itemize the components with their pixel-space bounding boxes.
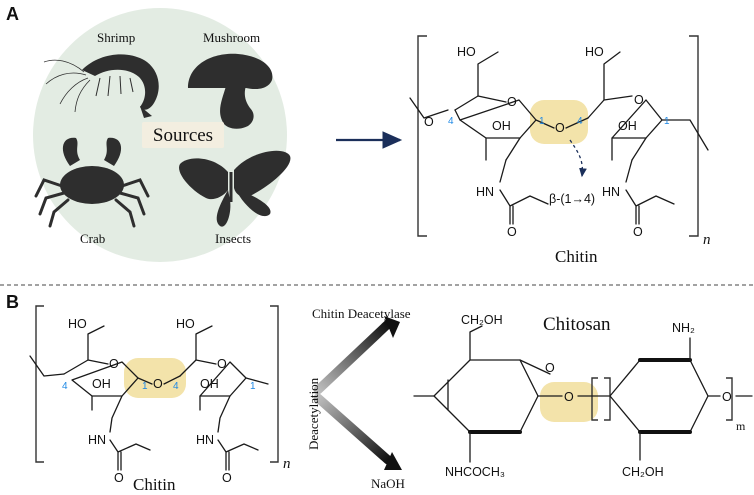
chitin-a-ho-right: HO	[585, 45, 604, 59]
chitosan-glycosidic-oxygen: O	[564, 390, 574, 404]
mushroom-label: Mushroom	[203, 30, 260, 45]
mushroom-icon	[188, 53, 273, 129]
chitin-a-carbon-4-right: 4	[577, 116, 583, 127]
chitosan-nh2: NH₂	[672, 321, 695, 335]
chitosan-ring-oxygen-left: O	[545, 361, 555, 375]
crab-label: Crab	[80, 231, 105, 246]
chitin-a-glycosidic-oxygen: O	[555, 121, 565, 135]
chitin-a-carbon-4-left: 4	[448, 116, 454, 127]
sources-label-box: Sources	[142, 122, 224, 148]
naoh-label: NaOH	[371, 476, 405, 491]
panel-b-label: B	[6, 292, 19, 312]
insect-icon	[179, 150, 291, 227]
deacetylation-label: Deacetylation	[306, 377, 321, 450]
reaction-arrows	[313, 316, 402, 470]
chitin-b-name: Chitin	[133, 475, 176, 494]
chitosan-nhcoch3: NHCOCH₃	[445, 465, 505, 479]
chitosan-ch2oh-bottom: CH₂OH	[622, 465, 664, 479]
chitin-b-ho-left: HO	[68, 317, 87, 331]
panel-a-label: A	[6, 4, 19, 24]
chitin-a-oh-right: OH	[618, 119, 637, 133]
insects-label: Insects	[215, 231, 251, 246]
chitin-a-hn-left: HN	[476, 185, 494, 199]
chitosan-name: Chitosan	[543, 314, 611, 335]
chitin-a-carbon-1-right: 1	[664, 116, 670, 127]
chitin-a-ho-left: HO	[457, 45, 476, 59]
chitosan-ch2oh-top: CH₂OH	[461, 313, 503, 327]
chitin-a-name: Chitin	[555, 247, 598, 266]
chitin-b-hn-right: HN	[196, 433, 214, 447]
chitin-b-carbon-1-left: 1	[142, 381, 148, 392]
chitosan-terminal-oxygen: O	[722, 390, 732, 404]
chitin-a-end-oxygen: O	[424, 115, 434, 129]
chitin-b-carbon-4-left: 4	[62, 381, 68, 392]
chitin-b-hn-left: HN	[88, 433, 106, 447]
enzyme-label: Chitin Deacetylase	[312, 306, 411, 321]
chitin-a-right-bracket	[689, 35, 699, 237]
chitin-b-left-bracket	[35, 305, 44, 463]
chitin-b-glycosidic-oxygen: O	[153, 377, 163, 391]
chitin-structure-b: HO HO OH OH O O O HN HN O O 4 1 4 1 n Ch…	[29, 305, 291, 494]
chitin-a-carbon-1-left: 1	[539, 116, 545, 127]
chitin-a-left-terminal	[409, 97, 449, 119]
beta-linkage-label: β-(1→4)	[549, 192, 595, 206]
chitosan-right-bracket	[726, 377, 733, 421]
chitin-b-carbonyl-right: O	[222, 471, 232, 485]
chitin-a-oh-left: OH	[492, 119, 511, 133]
linkage-pointer-arrow	[569, 139, 587, 178]
chitin-b-oh-right: OH	[200, 377, 219, 391]
chitin-a-left-bracket	[417, 35, 427, 237]
chitin-a-ring-oxygen-left: O	[507, 95, 517, 109]
chitin-b-carbon-1-right: 1	[250, 381, 256, 392]
chitin-b-ring-oxygen-left: O	[109, 357, 119, 371]
chitin-b-ho-right: HO	[176, 317, 195, 331]
chitin-a-hn-right: HN	[602, 185, 620, 199]
chitin-structure-a: O HO HO OH OH O O O HN HN O O 4 1 4 1	[409, 35, 711, 266]
chitin-b-carbonyl-left: O	[114, 471, 124, 485]
chitin-b-right-bracket	[270, 305, 279, 463]
chitosan-left-bracket	[591, 377, 598, 421]
chitin-a-carbonyl-left: O	[507, 225, 517, 239]
chitosan-repeat-m: m	[736, 419, 746, 433]
chitin-a-repeat-n: n	[703, 232, 711, 248]
chitin-a-ring-oxygen-right: O	[634, 93, 644, 107]
chitin-b-ring-oxygen-right: O	[217, 357, 227, 371]
shrimp-label: Shrimp	[97, 30, 135, 45]
chitosan-structure: Chitosan CH₂OH NH₂ NHCOCH₃ CH₂OH O O O m	[413, 313, 753, 479]
chitin-b-bond-highlight	[124, 358, 186, 398]
crab-icon	[34, 137, 150, 228]
glycosidic-bond-highlight	[530, 100, 588, 144]
shrimp-icon	[43, 54, 159, 118]
chitin-b-carbon-4-right: 4	[173, 381, 179, 392]
chitin-a-carbonyl-right: O	[633, 225, 643, 239]
chitin-b-oh-left: OH	[92, 377, 111, 391]
chitin-b-repeat-n: n	[283, 456, 291, 472]
chitosan-bond-highlight	[540, 382, 598, 422]
sources-center-label: Sources	[153, 125, 213, 146]
chitosan-inner-bracket	[604, 377, 611, 421]
